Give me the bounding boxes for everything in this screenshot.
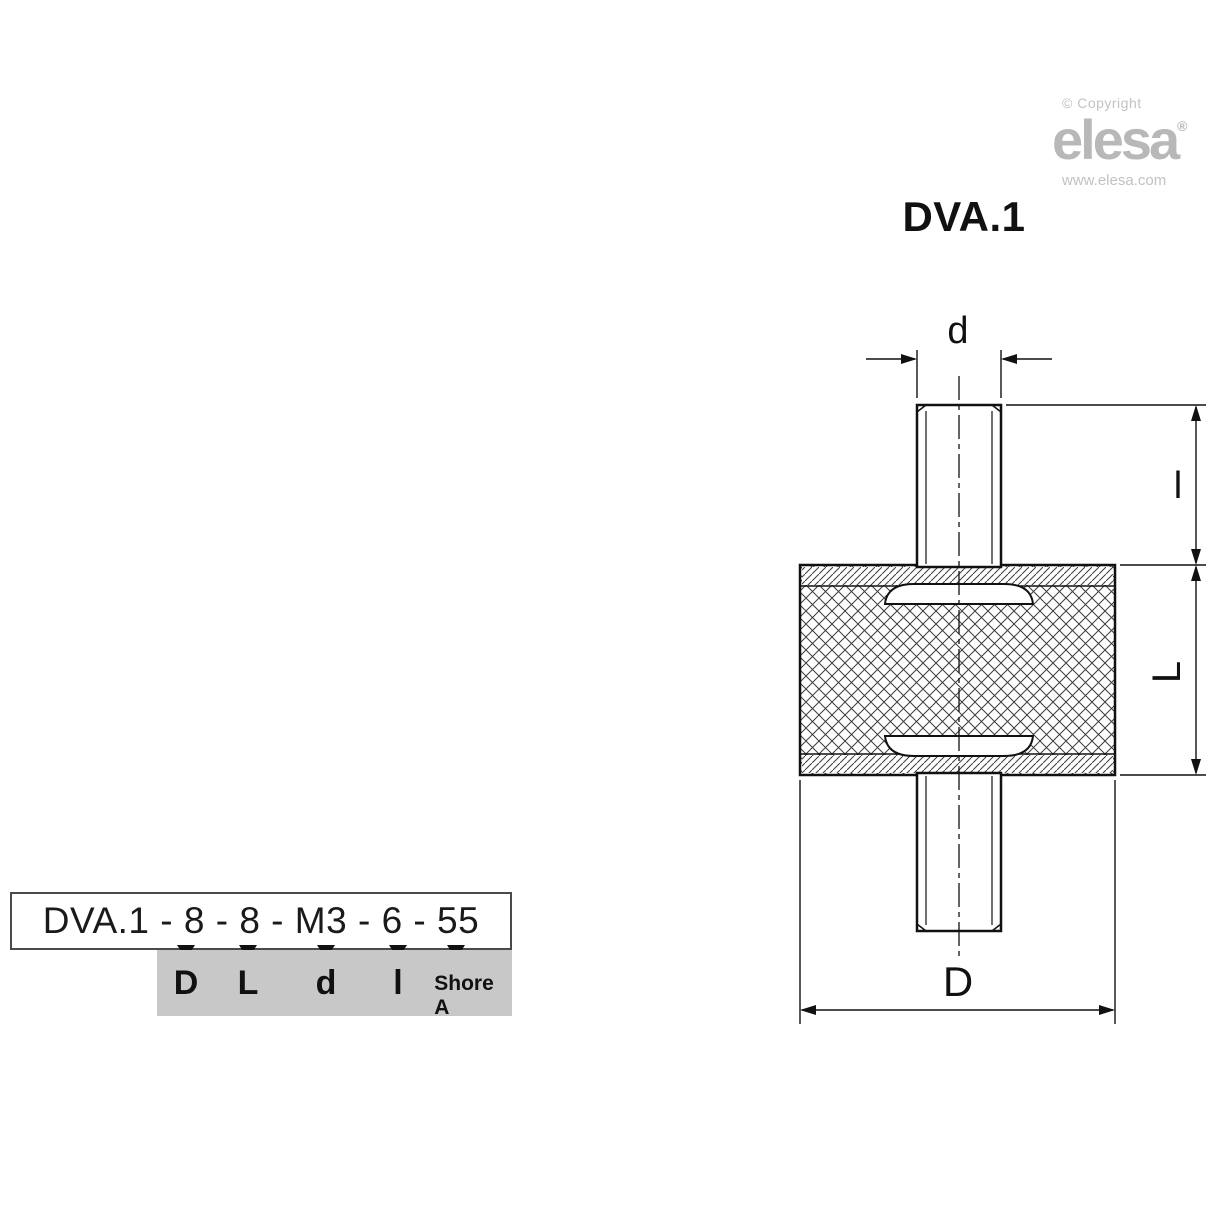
arrowhead-icon (1191, 549, 1201, 565)
arrowhead-icon (800, 1005, 816, 1015)
top-plate-hatch (802, 567, 1113, 585)
arrowhead-icon (1001, 354, 1017, 364)
bottom-stud-chamfer (991, 923, 1002, 932)
order-code-box: DVA.1 - 8 - 8 - M3 - 6 - 55 (10, 892, 512, 950)
top-stud-chamfer (991, 404, 1002, 413)
legend-label-d: d (315, 964, 337, 1002)
dimension-d: d (866, 310, 1052, 398)
dim-D-label: D (943, 958, 973, 1005)
top-stud-chamfer (916, 404, 927, 413)
elesa-logo-text: elesa (1052, 108, 1180, 171)
rubber-body (798, 563, 1117, 777)
order-code-labels: D L d l Shore A (157, 950, 512, 1019)
legend-label-D: D (173, 964, 199, 1002)
order-code-text: DVA.1 - 8 - 8 - M3 - 6 - 55 (42, 900, 480, 941)
dim-l-label: l (1174, 465, 1182, 507)
dimension-L: L (1120, 565, 1206, 776)
bottom-plate-hatch (802, 755, 1113, 773)
arrowhead-icon (1191, 405, 1201, 421)
dimension-D: D (799, 780, 1116, 1024)
elesa-logo: elesa® (1052, 108, 1212, 171)
registered-mark: ® (1177, 118, 1188, 134)
dim-d-label: d (947, 310, 968, 352)
copyright-text: © Copyright (1062, 95, 1142, 111)
arrowhead-icon (1191, 759, 1201, 775)
elesa-branding: © Copyright elesa® www.elesa.com (1052, 95, 1212, 189)
product-title: DVA.1 (902, 193, 1026, 240)
website-url: www.elesa.com (1062, 171, 1167, 189)
arrowhead-icon (901, 354, 917, 364)
legend-label-shore-a: Shore A (434, 972, 494, 1019)
bottom-stud-chamfer (916, 923, 927, 932)
legend-label-l: l (393, 964, 403, 1002)
arrowhead-icon (1191, 565, 1201, 581)
legend-label-L: L (237, 964, 259, 1002)
dim-L-label: L (1145, 661, 1189, 683)
arrowhead-icon (1099, 1005, 1115, 1015)
dimension-l: l (1006, 404, 1206, 566)
